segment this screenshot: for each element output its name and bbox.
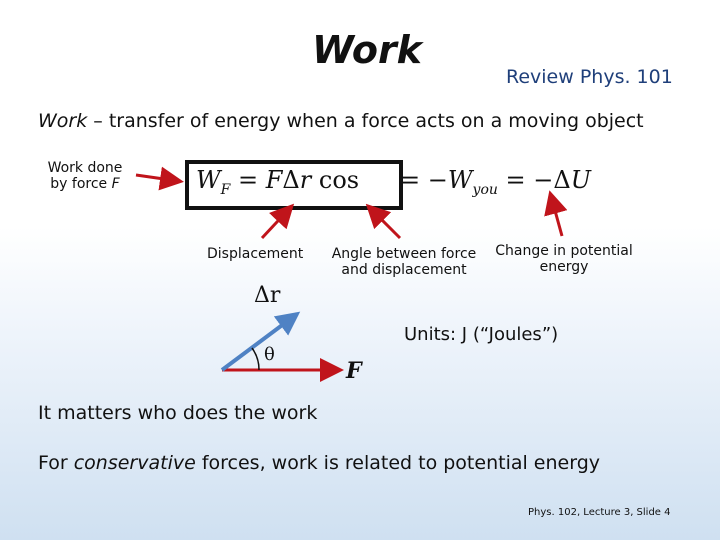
conservative-prefix: For <box>38 452 74 474</box>
rhs-w: W <box>447 166 473 194</box>
slide-subtitle: Review Phys. 101 <box>506 66 673 88</box>
change-line1: Change in potential <box>495 243 633 259</box>
change-line2: energy <box>539 259 589 275</box>
formula-delta: Δ <box>282 166 300 194</box>
rhs-eq2: = −Δ <box>497 166 571 194</box>
work-done-line2: by force F <box>40 176 130 192</box>
work-done-force: F <box>111 176 120 192</box>
definition-text: – transfer of energy when a force acts o… <box>87 110 644 132</box>
formula-w: W <box>196 166 221 194</box>
formula-eq: = <box>230 166 266 194</box>
angle-label: Angle between force and displacement <box>323 246 485 278</box>
change-label: Change in potential energy <box>490 243 638 275</box>
conservative-statement: For conservative forces, work is related… <box>38 452 600 474</box>
formula-r: r <box>299 166 312 194</box>
work-done-label: Work done by force F <box>40 160 130 192</box>
work-done-line2-prefix: by force <box>50 176 112 192</box>
units-text: Units: J (“Joules”) <box>404 324 559 345</box>
delta-r-label: Δr <box>254 283 281 308</box>
slide-footer: Phys. 102, Lecture 3, Slide 4 <box>528 507 671 518</box>
work-done-line1: Work done <box>47 160 123 176</box>
displacement-arrow <box>260 203 295 240</box>
slide-title: Work <box>312 28 422 72</box>
conservative-suffix: forces, work is related to potential ene… <box>195 452 601 474</box>
formula-f: F <box>265 166 283 194</box>
matters-statement: It matters who does the work <box>38 402 318 424</box>
rhs-eq1: = − <box>400 166 448 194</box>
angle-arc <box>251 347 260 371</box>
work-formula: WF = FΔr cos <box>196 166 359 198</box>
definition-term: Work <box>38 110 88 132</box>
formula-cos: cos <box>311 166 360 194</box>
theta-label: θ <box>264 344 275 365</box>
work-definition: Work – transfer of energy when a force a… <box>38 110 644 132</box>
angle-line2: and displacement <box>341 262 467 278</box>
force-label: F <box>346 358 362 384</box>
work-done-arrow <box>135 166 184 191</box>
angle-line1: Angle between force <box>331 246 477 262</box>
angle-arrow <box>365 203 402 240</box>
change-energy-arrow <box>544 190 568 237</box>
formula-w-sub: F <box>220 181 231 198</box>
rhs-u: U <box>570 166 591 194</box>
conservative-term: conservative <box>73 452 196 474</box>
rhs-w-sub: you <box>472 181 498 198</box>
displacement-vector <box>220 311 301 372</box>
displacement-label: Displacement <box>207 246 304 262</box>
potential-energy-formula: = −Wyou = −ΔU <box>400 166 591 198</box>
